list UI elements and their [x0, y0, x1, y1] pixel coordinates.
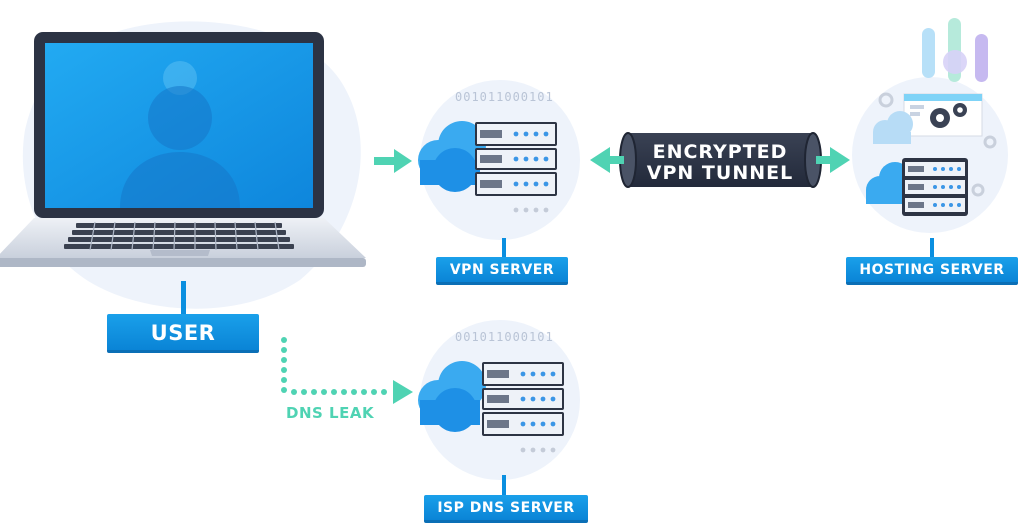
arrow-user-to-vpn: [374, 149, 412, 173]
hosting-server-label: HOSTING SERVER: [846, 257, 1018, 285]
vpn-server-label: VPN SERVER: [436, 257, 568, 285]
user-avatar-body: [120, 152, 240, 208]
vpn-server-icon: [418, 121, 557, 213]
dns-leak-label: DNS LEAK: [286, 404, 375, 422]
tunnel-label-line2: VPN TUNNEL: [646, 162, 794, 184]
isp-dns-server-icon: [418, 361, 564, 453]
hosting-connector: [930, 238, 934, 258]
dns-leak-arrowhead: [393, 380, 413, 404]
user-connector: [181, 281, 186, 315]
dns-leak-path: [281, 337, 387, 395]
vpn-connector: [502, 238, 506, 258]
arrow-tunnel-to-vpn: [590, 147, 624, 173]
isp-dns-server-label: ISP DNS SERVER: [424, 495, 588, 523]
vpn-binary-text: 001011000101: [455, 90, 554, 104]
tunnel-label-line1: ENCRYPTED: [652, 141, 788, 163]
hosting-server-icon: [866, 18, 997, 216]
dns-binary-text: 001011000101: [455, 330, 554, 344]
user-avatar-head: [148, 86, 212, 150]
user-label: USER: [107, 314, 259, 353]
dns-connector: [502, 475, 506, 495]
arrow-tunnel-to-hosting: [816, 147, 850, 173]
laptop-icon: [0, 32, 366, 267]
